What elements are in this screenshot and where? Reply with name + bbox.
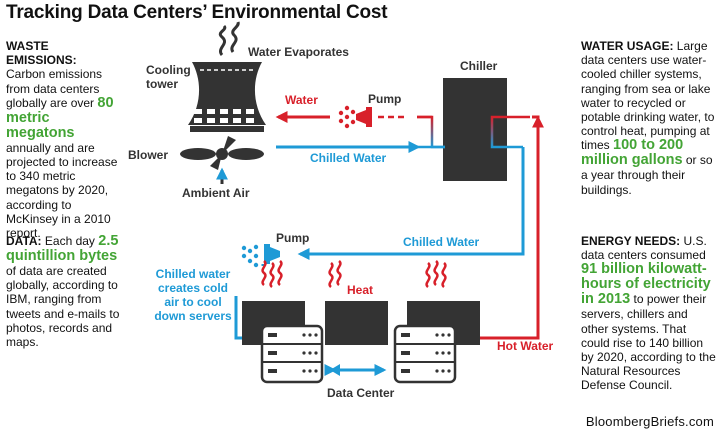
data-text-1: Each day [44,234,95,248]
steam-icon [218,21,240,56]
cooling-tower-icon [188,62,266,132]
chilled-note-line-4: down servers [154,309,232,323]
chilled-water-top-label: Chilled Water [310,151,387,165]
waste-heading: WASTE EMISSIONS: [6,39,77,68]
server-icon-right [393,324,457,384]
server-icon-left [260,324,324,384]
pump-top-label: Pump [368,92,401,106]
chiller-unit [443,78,507,181]
water-evaporates-label: Water Evaporates [248,45,349,59]
pump-top-icon [338,105,372,129]
server-rack-middle [325,301,388,345]
ambient-air-label: Ambient Air [182,186,250,200]
pump-mid-label: Pump [276,231,309,245]
blower-label: Blower [128,148,168,162]
pump-mid-icon [241,244,280,268]
waste-emissions-panel: WASTE EMISSIONS: Carbon emissions from d… [6,39,118,240]
waste-text-1: Carbon emissions from data centers globa… [6,67,103,110]
chilled-note-line-2: creates cold [158,281,228,295]
data-panel: DATA: Each day 2.5 quintillion bytes of … [6,233,124,350]
water-text-1: Large data centers use water-cooled chil… [581,39,715,153]
energy-text-2: to power their servers, chillers and oth… [581,292,716,393]
energy-highlight: 91 billion kilowatt-hours of electricity… [581,261,711,308]
chilled-water-return-arrow [297,147,525,260]
waste-highlight: 80 metric megatons [6,94,114,141]
water-heading: WATER USAGE: [581,39,674,53]
energy-text-1: U.S. data centers consumed [581,234,707,263]
page-title: Tracking Data Centers’ Environmental Cos… [6,2,388,23]
waste-text-2: annually and are projected to increase t… [6,140,118,241]
chiller-label: Chiller [460,59,498,73]
cooling-tower-label-2: tower [146,77,178,91]
energy-heading: ENERGY NEEDS: [581,234,681,248]
energy-needs-panel: ENERGY NEEDS: U.S. data centers consumed… [581,234,717,393]
chiller-pipes [417,115,530,149]
chilled-note-line-1: Chilled water [156,267,231,281]
data-center-label: Data Center [327,386,395,400]
cooling-tower-label-1: Cooling [146,63,191,77]
water-highlight: 100 to 200 million gallons [581,137,684,169]
source-credit: BloombergBriefs.com [585,414,714,429]
water-label: Water [285,93,318,107]
blower-fan-icon [180,136,264,170]
data-highlight: 2.5 quintillion bytes [6,233,119,264]
heat-icon [261,260,447,288]
data-heading: DATA: [6,234,42,248]
chilled-note-line-3: air to cool [164,295,221,309]
heat-label: Heat [347,283,373,297]
chilled-water-mid-label: Chilled Water [403,235,480,249]
hot-water-label: Hot Water [497,339,554,353]
water-usage-panel: WATER USAGE: Large data centers use wate… [581,39,717,197]
water-text-2: or so a year through their buildings. [581,153,713,197]
data-text-2: of data are created globally, according … [6,264,120,350]
